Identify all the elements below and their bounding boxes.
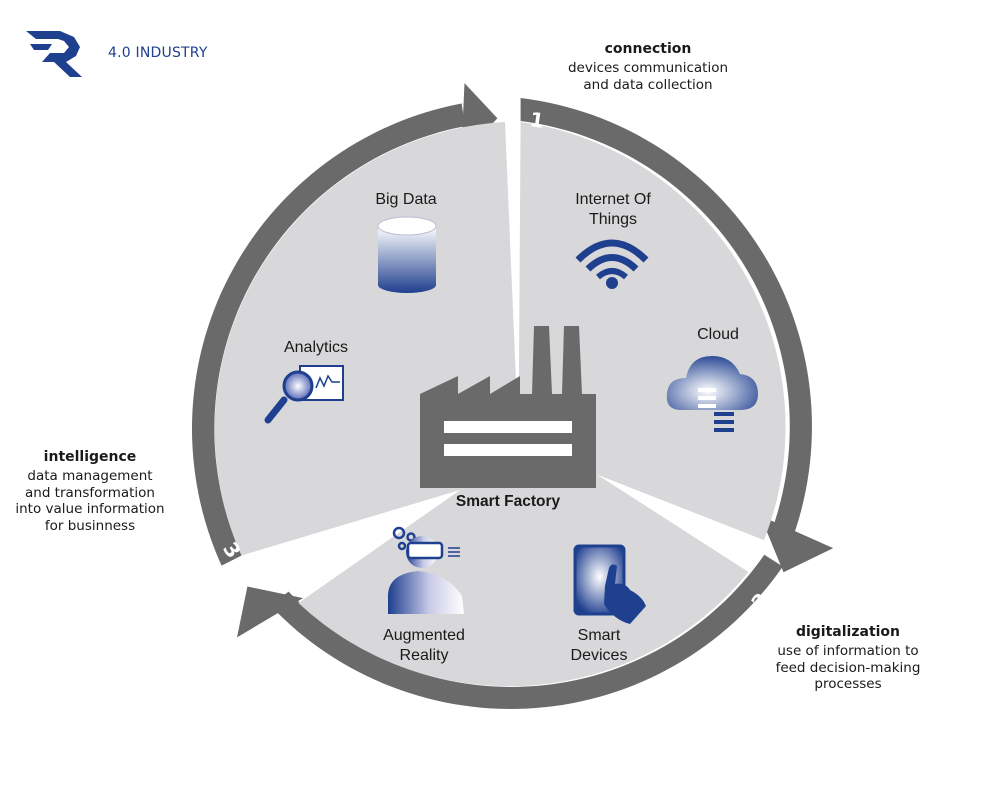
phase-description-line: for businness [44,517,136,534]
augmented-reality-icon [388,526,464,614]
label-line: Reality [399,647,449,664]
label-cloud: Cloud [697,326,739,343]
arrowhead-digitalization [760,515,834,573]
label-big-data: Big Data [375,191,437,208]
tablet-icon [573,544,646,624]
phase-number-1: 1 [528,107,545,133]
label-internet-of-things: Internet Of Things [548,190,678,230]
analytics-icon [264,365,344,424]
brand-title: 4.0 INDUSTRY [108,45,208,61]
ring-segment-digitalization [270,554,783,709]
phase-description-line: feed decision-making [775,659,921,676]
phase-digitalization: digitalization use of information to fee… [748,624,948,693]
label-analytics: Analytics [283,339,349,356]
brand-logo [26,31,82,77]
phase-description-line: data management [27,468,153,484]
phase-title: digitalization [795,624,901,640]
phase-description-line: use of information to [777,643,919,659]
label-augmented-reality: Augmented Reality [354,626,494,666]
phase-intelligence: intelligence data management and transfo… [10,449,170,534]
ring-segment-intelligence [191,103,465,566]
label-line: Augmented [383,627,465,644]
phase-description-line: devices communication [567,60,729,76]
label-line: Devices [570,647,628,664]
phase-connection: connection devices communication and dat… [548,41,748,93]
cloud-icon [666,356,758,432]
label-line: Things [588,211,638,228]
wifi-icon [575,239,649,289]
phase-title: connection [604,41,692,57]
label-smart-factory: Smart Factory [455,493,561,510]
phase-description-line: processes [814,676,882,692]
database-icon [377,216,437,293]
arrowhead-intelligence [237,586,304,638]
sector-digitalization [298,440,749,687]
phase-description-line: into value information [15,501,165,517]
label-smart-devices: Smart Devices [534,626,664,666]
phase-description-line: and transformation [24,484,155,501]
label-line: Smart [577,627,621,644]
phase-description-line: and data collection [583,76,713,93]
hand-pointer-icon [604,564,646,624]
label-line: Internet Of [575,191,651,208]
factory-icon [420,326,596,488]
phase-title: intelligence [43,449,137,465]
